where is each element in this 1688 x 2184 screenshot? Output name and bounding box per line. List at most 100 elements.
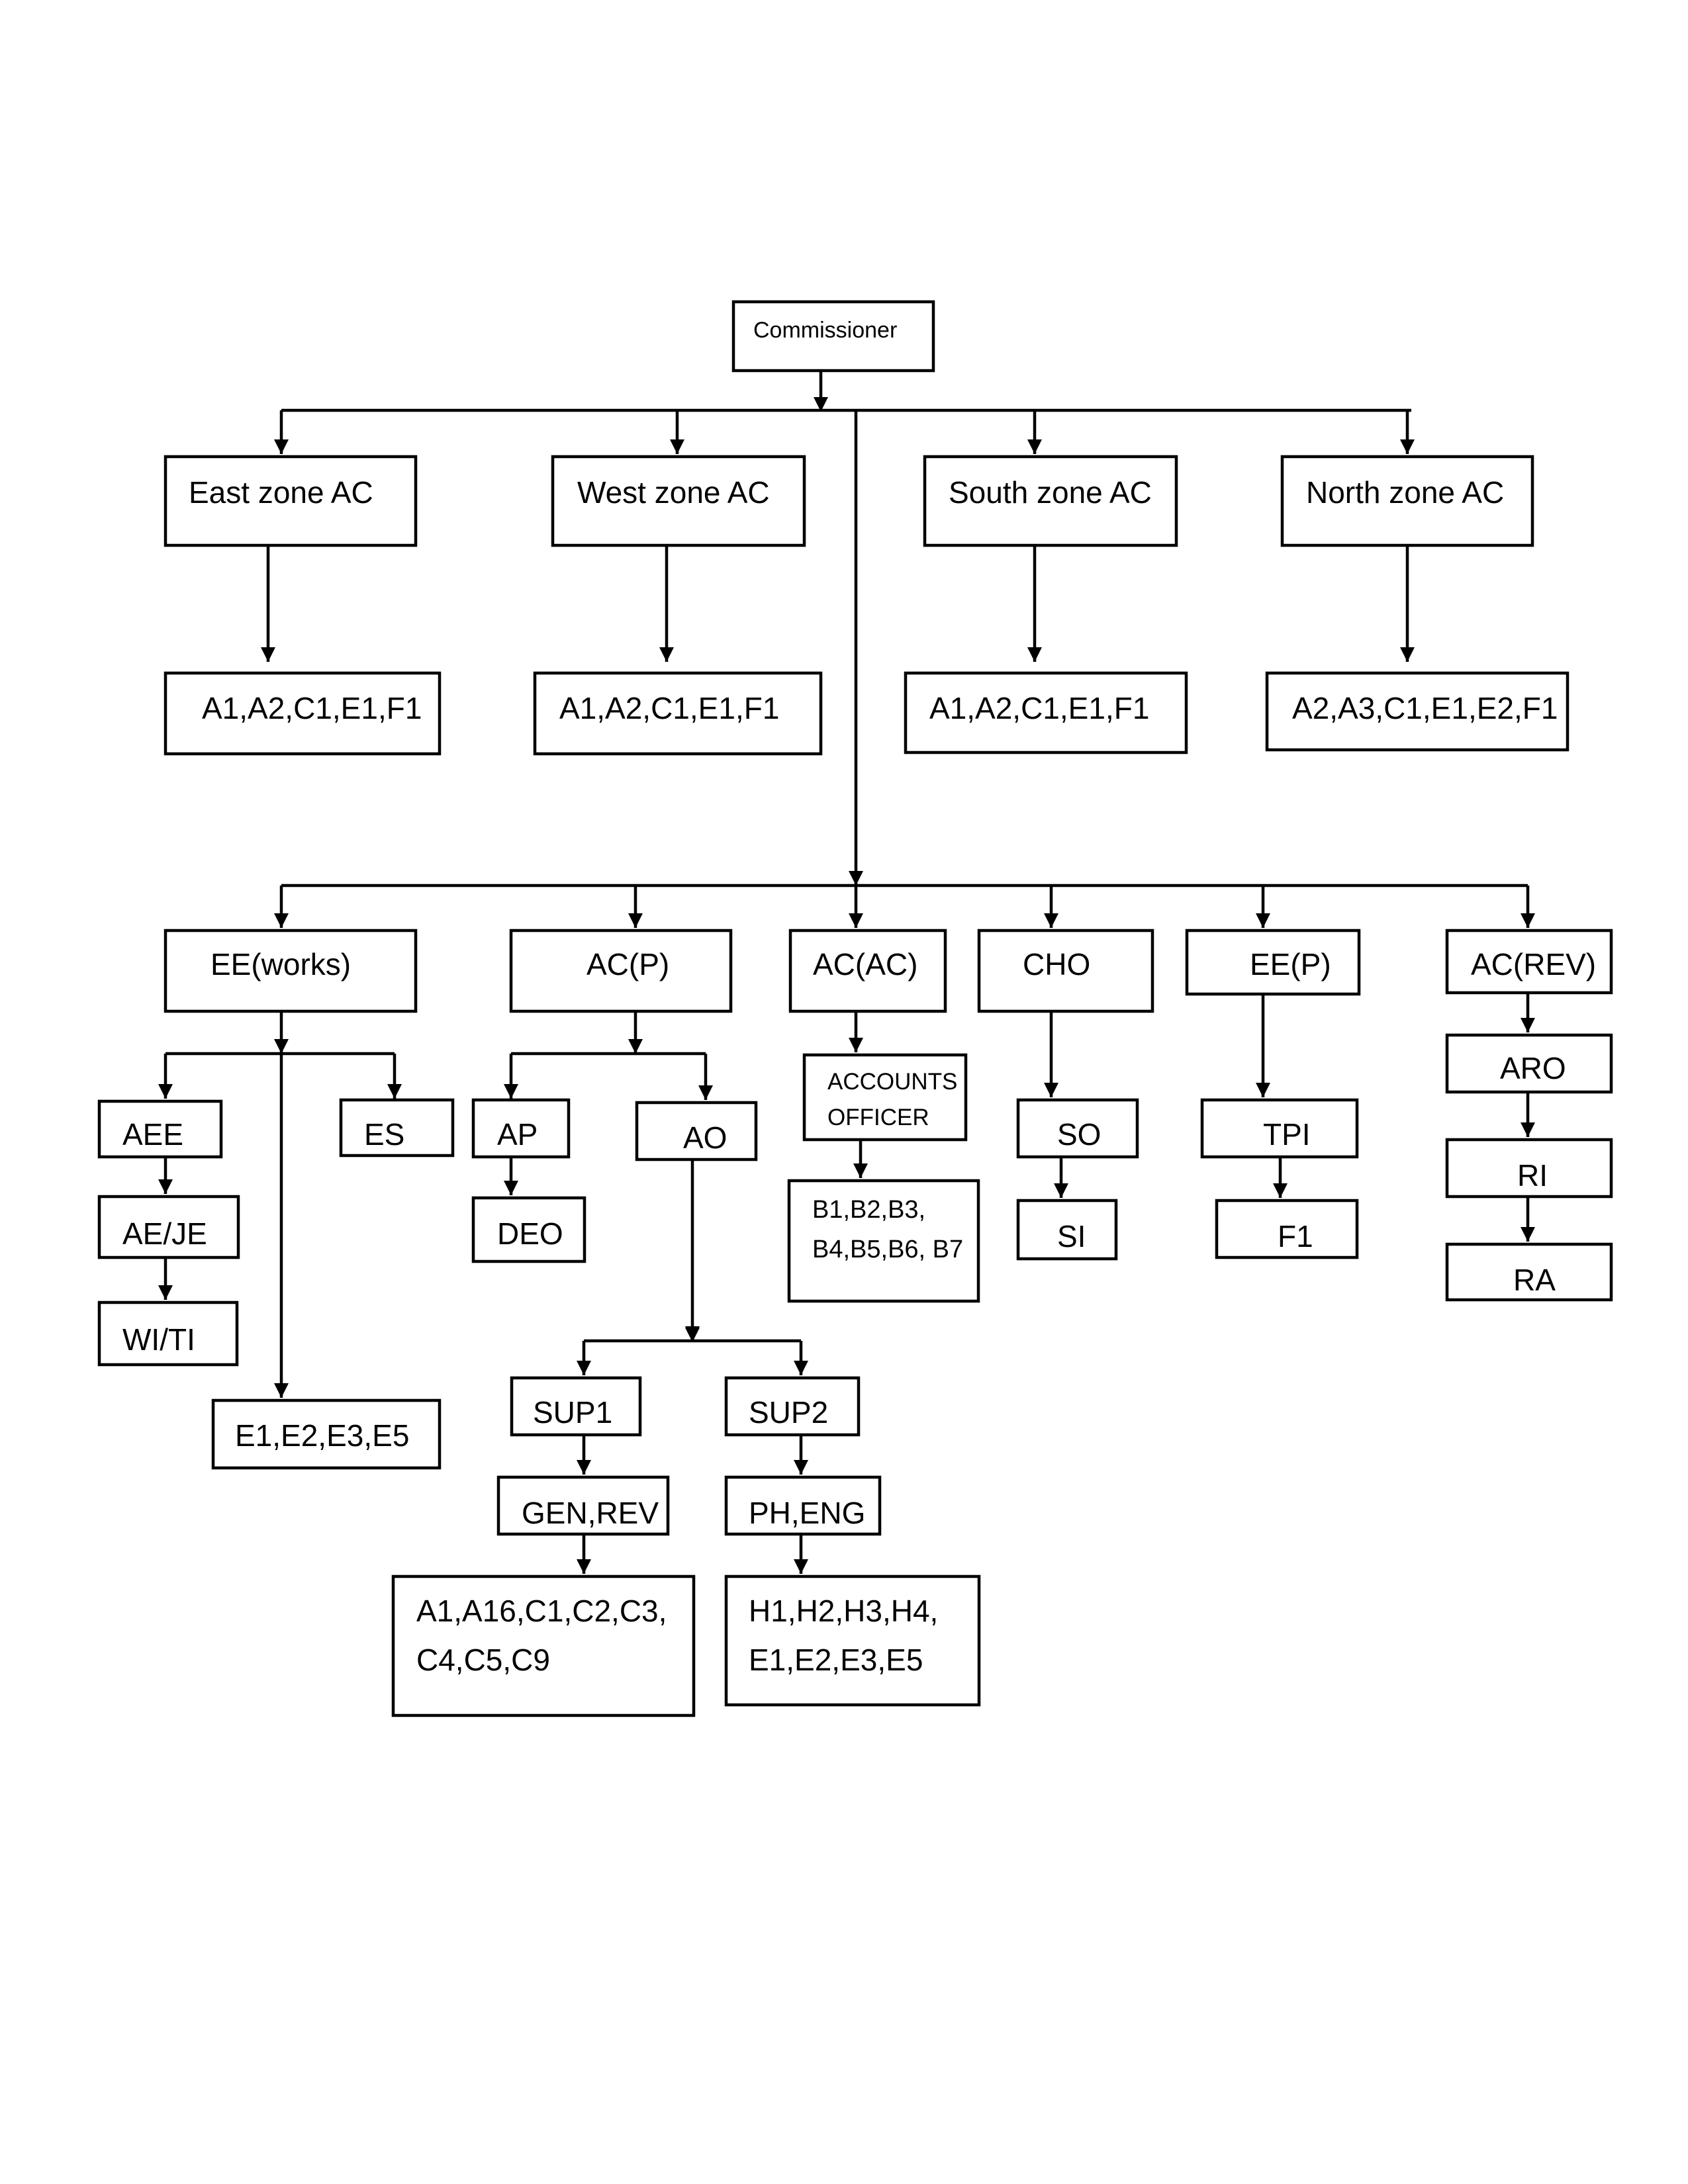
node-label: West zone AC	[577, 475, 770, 510]
arrowhead-icon	[849, 1038, 863, 1052]
node-label: A1,A2,C1,E1,F1	[202, 691, 422, 725]
node-box	[211, 1398, 442, 1470]
node-box	[724, 1475, 882, 1536]
node-ac-rev: AC(REV)	[1445, 929, 1613, 995]
node-box	[164, 929, 418, 1013]
node-box	[97, 1099, 223, 1159]
arrowhead-icon	[1400, 647, 1415, 662]
node-label: SI	[1057, 1219, 1086, 1253]
arrowhead-icon	[274, 1383, 289, 1398]
node-box	[471, 1196, 586, 1263]
arrowhead-icon	[659, 647, 674, 662]
arrowhead-icon	[261, 647, 275, 662]
arrowhead-icon	[274, 913, 289, 928]
arrowhead-icon	[1027, 647, 1042, 662]
node-east-zone-ac: East zone AC	[164, 455, 418, 547]
arrowhead-icon	[1256, 1083, 1270, 1097]
arrowhead-icon	[698, 1085, 713, 1100]
node-box	[635, 1101, 758, 1161]
node-label: SUP1	[533, 1395, 612, 1430]
arrowhead-icon	[1044, 913, 1058, 928]
node-label: AC(REV)	[1471, 947, 1596, 981]
node-label: A1,A16,C1,C2,C3,	[416, 1594, 667, 1628]
node-sup1-wards: A1,A16,C1,C2,C3, C4,C5,C9	[391, 1574, 696, 1717]
arrowhead-icon	[670, 439, 684, 454]
node-box	[391, 1574, 696, 1717]
node-f1: F1	[1215, 1199, 1359, 1259]
node-ac-ac: AC(AC)	[788, 929, 947, 1013]
node-si: SI	[1016, 1199, 1118, 1261]
arrowhead-icon	[794, 1460, 808, 1475]
node-label: H1,H2,H3,H4,	[749, 1594, 938, 1628]
node-label: DEO	[497, 1216, 563, 1251]
arrowhead-icon	[504, 1181, 518, 1195]
connectors	[158, 368, 1535, 1574]
node-label: GEN,REV	[522, 1496, 659, 1530]
arrowhead-icon	[1521, 1122, 1535, 1137]
node-label: RI	[1517, 1158, 1548, 1193]
node-west-zone-ac: West zone AC	[551, 455, 806, 547]
arrowhead-icon	[849, 871, 863, 886]
arrowhead-icon	[158, 1084, 173, 1099]
node-label: AC(AC)	[813, 947, 917, 981]
node-box	[97, 1195, 240, 1259]
node-label: ARO	[1500, 1051, 1566, 1085]
node-label: AP	[497, 1117, 538, 1152]
node-south-zone-ac: South zone AC	[923, 455, 1178, 547]
node-box	[1280, 455, 1534, 547]
node-sup2: SUP2	[724, 1376, 861, 1437]
node-ra: RA	[1445, 1242, 1613, 1302]
node-label: RA	[1513, 1263, 1556, 1297]
arrowhead-icon	[1027, 439, 1042, 454]
node-box	[533, 671, 823, 756]
node-box	[509, 929, 733, 1013]
arrowhead-icon	[158, 1285, 173, 1300]
node-label: TPI	[1263, 1117, 1311, 1152]
node-label: A1,A2,C1,E1,F1	[929, 691, 1149, 725]
node-label: C4,C5,C9	[416, 1643, 550, 1677]
node-so: SO	[1016, 1098, 1139, 1159]
node-aee: AEE	[97, 1099, 223, 1159]
node-box	[731, 300, 935, 373]
node-south-wards: A1,A2,C1,E1,F1	[904, 671, 1188, 754]
node-gen-rev: GEN,REV	[496, 1475, 670, 1536]
arrowhead-icon	[577, 1559, 591, 1574]
node-es: ES	[339, 1098, 455, 1158]
node-label: OFFICER	[827, 1105, 929, 1130]
node-ee-p: EE(P)	[1185, 929, 1361, 996]
node-box	[339, 1098, 455, 1158]
node-box	[724, 1574, 981, 1707]
node-ao: AO	[635, 1101, 758, 1161]
node-box	[1016, 1199, 1118, 1261]
arrowhead-icon	[794, 1559, 808, 1574]
node-east-wards: A1,A2,C1,E1,F1	[164, 671, 442, 756]
node-box	[164, 671, 442, 756]
arrowhead-icon	[849, 913, 863, 928]
node-accounts-wards: B1,B2,B3,B4,B5,B6, B7	[787, 1179, 980, 1303]
node-label: EE(P)	[1250, 947, 1331, 981]
node-west-wards: A1,A2,C1,E1,F1	[533, 671, 823, 756]
arrowhead-icon	[1521, 1227, 1535, 1242]
node-label: A2,A3,C1,E1,E2,F1	[1292, 691, 1558, 725]
node-label: A1,A2,C1,E1,F1	[559, 691, 779, 725]
node-label: SUP2	[749, 1395, 828, 1430]
arrowhead-icon	[1521, 1018, 1535, 1032]
node-label: ACCOUNTS	[827, 1069, 957, 1095]
arrowhead-icon	[1256, 913, 1270, 928]
node-ri: RI	[1445, 1138, 1613, 1199]
node-box	[1200, 1098, 1359, 1159]
node-label: WI/TI	[122, 1322, 195, 1357]
node-label: B4,B5,B6, B7	[812, 1236, 963, 1263]
node-label: AC(P)	[586, 947, 669, 981]
node-sup1: SUP1	[510, 1376, 642, 1437]
arrowhead-icon	[387, 1084, 402, 1099]
node-box	[164, 455, 418, 547]
node-box	[977, 929, 1154, 1013]
node-box	[471, 1098, 571, 1159]
arrowhead-icon	[814, 397, 828, 412]
node-ap: AP	[471, 1098, 571, 1159]
node-box	[97, 1300, 239, 1367]
node-label: EE(works)	[211, 947, 351, 981]
